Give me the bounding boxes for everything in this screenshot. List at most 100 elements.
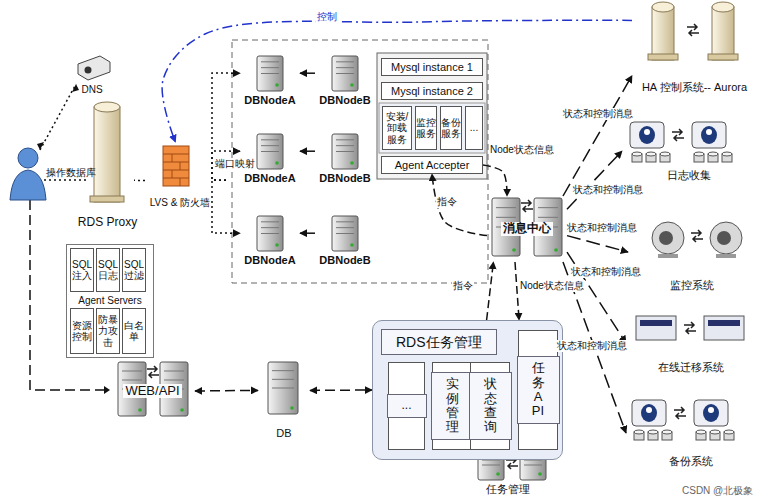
edge-label: 状态和控制消息 (572, 184, 644, 196)
line-label: 操作数据库 (46, 166, 96, 180)
exchange-symbol (672, 129, 684, 141)
edge-label: 状态和控制消息 (570, 266, 642, 278)
agent-module: 防暴力攻击 (96, 308, 120, 354)
disk-icon (648, 430, 658, 440)
migration-icon (636, 316, 676, 340)
node-label: 白名单 (123, 320, 145, 343)
server-icon (257, 216, 283, 251)
arrowhead (104, 386, 110, 394)
node-label: ... (387, 394, 427, 418)
connector (432, 174, 487, 236)
node-label: 监控服务 (416, 117, 436, 140)
monitor-icon (710, 222, 742, 258)
watermark: CSDN @北极象 (682, 484, 753, 498)
node-label: Mysql instance 1 (391, 61, 473, 74)
connector (567, 151, 622, 209)
node-label: Agent Servers (78, 295, 141, 307)
exchange-symbol (691, 230, 703, 242)
monitor-icon (652, 222, 684, 258)
connector (212, 180, 240, 233)
connector (567, 236, 628, 252)
connector (487, 262, 494, 320)
device-icon (694, 400, 728, 426)
node-label: 日志收集 (667, 169, 711, 182)
agent-servers-panel: Agent Servers SQL注入SQL日志SQL过滤资源控制防暴力攻击白名单 (66, 244, 154, 358)
node-label: 备份服务 (441, 117, 461, 140)
db-node: DBNodeB (315, 55, 375, 107)
accepter-box: Agent Accepter (381, 156, 483, 174)
disk-icon (710, 430, 720, 440)
task-module: 实例管理 (432, 362, 472, 450)
node-label: SQL日志 (97, 259, 119, 282)
node-label: 防暴力攻击 (97, 314, 119, 349)
node-label: DNS (81, 84, 102, 96)
node-label: SQL注入 (71, 259, 93, 282)
migration-icon (704, 316, 744, 340)
server-icon (332, 56, 358, 91)
connector (300, 232, 315, 234)
agent-module: 资源控制 (70, 308, 94, 354)
web-api-node: WEB/API (110, 360, 195, 422)
node-label: RDS任务管理 (381, 329, 497, 355)
node-label: 监控系统 (670, 279, 714, 292)
connector (300, 72, 315, 74)
dns-icon (78, 56, 110, 80)
agent-module: SQL注入 (70, 248, 94, 292)
user-proxy-line (44, 179, 88, 181)
cluster-region (232, 40, 488, 283)
node-label: 在线迁移系统 (658, 361, 724, 374)
device-icon (632, 400, 666, 426)
node-label: 实例管理 (431, 372, 474, 439)
exchange-symbol (147, 366, 159, 378)
edge-label: 控制 (316, 11, 338, 23)
node-label: 备份系统 (669, 455, 713, 468)
node-label: DB (276, 427, 291, 440)
connector (195, 390, 258, 392)
disk-icon (722, 152, 732, 162)
node-label: WEB/API (123, 384, 181, 399)
task-panel: RDS任务管理...实例管理状态查询任务API (372, 320, 563, 460)
node-label: LVS & 防火墙 (150, 197, 210, 209)
connector (300, 150, 315, 152)
edge-label: 指令 (452, 280, 474, 292)
node-label: DBNodeB (319, 172, 370, 185)
device-icon (630, 122, 664, 148)
task-module: 任务API (518, 330, 558, 450)
node-label: Mysql instance 2 (391, 85, 473, 98)
node-label: DBNodeA (244, 94, 295, 107)
exchange-symbol (687, 24, 699, 36)
agent-panel (377, 53, 487, 179)
node-label: 任务管理 (486, 483, 530, 496)
node-label: 状态查询 (469, 372, 512, 439)
message-center: 消息中心 (487, 196, 567, 262)
edge-label: Node状态信息 (519, 280, 585, 292)
node-label: DBNodeA (244, 172, 295, 185)
agent-module: SQL日志 (96, 248, 120, 292)
disk-icon (708, 152, 718, 162)
edge-label: 状态和控制消息 (562, 108, 634, 120)
node-label: RDS Proxy (78, 216, 137, 230)
service-box: 安装/卸载服务 (382, 106, 412, 150)
agent-module: 白名单 (122, 308, 146, 354)
backup-system: 备份系统 (626, 398, 756, 468)
service-box: ... (465, 106, 483, 150)
monitor-system: 监控系统 (628, 212, 756, 292)
agent-module: SQL过滤 (122, 248, 146, 292)
proxy-node: RDS Proxy (70, 100, 145, 230)
dns-label: DNS (70, 82, 114, 98)
task-module: 状态查询 (470, 362, 510, 450)
disk-icon (646, 152, 656, 162)
disk-icon (634, 430, 644, 440)
disk-icon (694, 152, 704, 162)
server-icon (332, 216, 358, 251)
node-label: Agent Accepter (395, 159, 470, 172)
node-label: 消息中心 (501, 222, 553, 236)
server-icon (332, 134, 358, 169)
task-servers: 任务管理 (458, 448, 558, 496)
node-label: DBNodeB (319, 94, 370, 107)
log-system: 日志收集 (622, 120, 756, 182)
column-icon (90, 102, 124, 202)
disk-icon (662, 430, 672, 440)
exchange-symbol (684, 322, 696, 334)
node-label: DBNodeA (244, 254, 295, 267)
